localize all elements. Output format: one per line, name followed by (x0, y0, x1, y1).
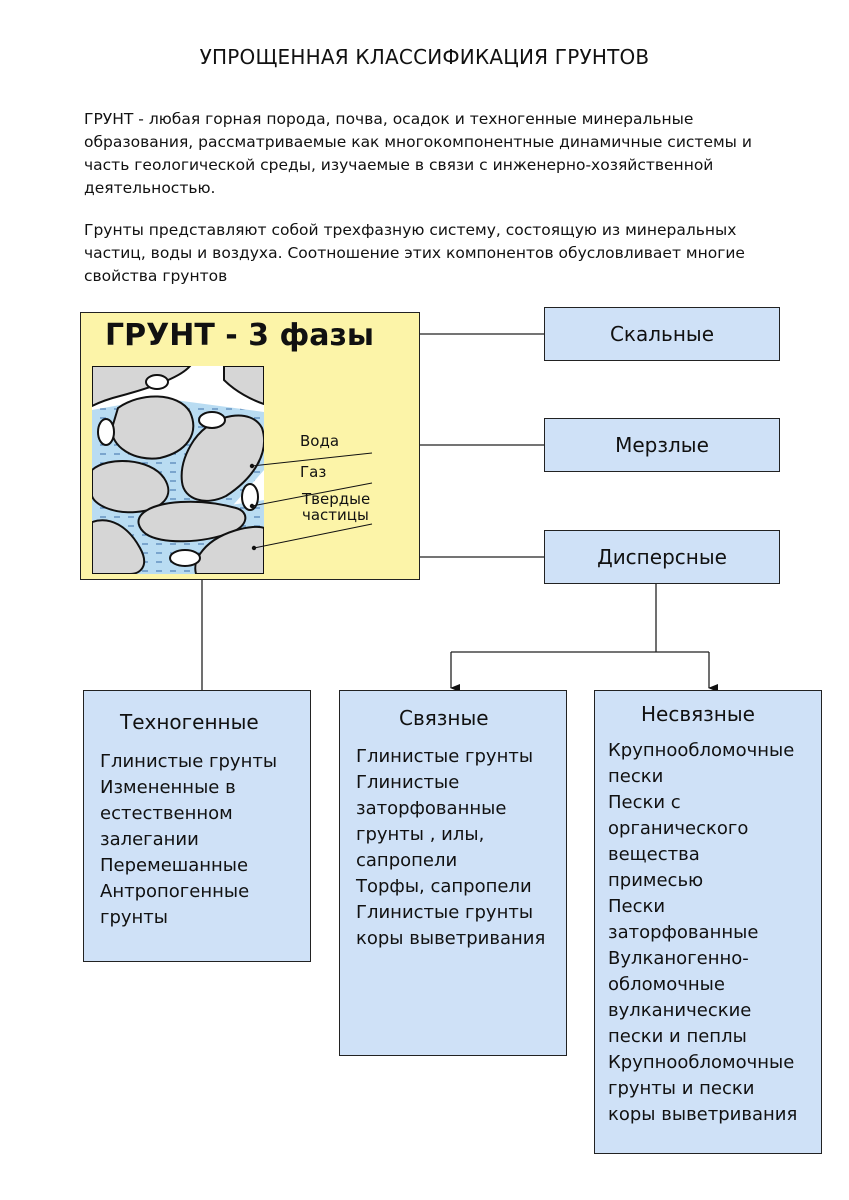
soil-phases-heading: ГРУНТ - 3 фазы (105, 318, 375, 353)
rocky-category-label: Скальные (609, 322, 715, 346)
list-item: Пески с (608, 792, 681, 813)
list-item: Крупнообломочные (608, 1052, 795, 1073)
frozen-category-label: Мерзлые (615, 433, 709, 457)
phases-line: свойства грунтов (84, 267, 228, 285)
list-item: коры выветривания (356, 928, 546, 949)
frozen-category-box: Мерзлые (544, 418, 780, 472)
list-item: Торфы, сапропели (356, 876, 532, 897)
noncohesive-list: Крупнообломочные пески Пески с органичес… (608, 738, 797, 1128)
technogenic-list: Глинистые грунты Измененные в естественн… (100, 749, 277, 931)
page-title: УПРОЩЕННАЯ КЛАССИФИКАЦИЯ ГРУНТОВ (199, 45, 650, 69)
noncohesive-title: Несвязные (641, 702, 755, 726)
noncohesive-box: Несвязные Крупнообломочные пески Пески с… (594, 690, 822, 1154)
list-item: вещества (608, 844, 700, 865)
water-label: Вода (300, 432, 340, 450)
list-item: Вулканогенно- (608, 948, 749, 969)
list-item: грунты (100, 907, 169, 928)
list-item: коры выветривания (608, 1104, 798, 1125)
list-item: грунты , илы, (356, 824, 485, 845)
list-item: Глинистые грунты (356, 902, 534, 923)
list-item: пески (608, 766, 664, 787)
list-item: Пески (608, 896, 666, 917)
list-item: Антропогенные (100, 881, 250, 902)
list-item: грунты и пески (608, 1078, 755, 1099)
phases-line: частиц, воды и воздуха. Соотношение этих… (84, 244, 745, 262)
gas-label: Газ (300, 463, 327, 481)
list-item: естественном (100, 803, 233, 824)
definition-line: часть геологической среды, изучаемые в с… (84, 156, 714, 174)
definition-line: образования, рассматриваемые как многоко… (84, 133, 752, 151)
definition-paragraph: ГРУНТ - любая горная порода, почва, осад… (84, 108, 814, 200)
list-item: Глинистые (356, 772, 460, 793)
phases-line: Грунты представляют собой трехфазную сис… (84, 221, 737, 239)
list-item: Глинистые грунты (356, 746, 534, 767)
list-item: заторфованные (356, 798, 507, 819)
list-item: органического (608, 818, 749, 839)
dispersed-category-box: Дисперсные (544, 530, 780, 584)
cohesive-list: Глинистые грунты Глинистые заторфованные… (356, 744, 545, 952)
list-item: сапропели (356, 850, 458, 871)
dispersed-category-label: Дисперсные (597, 545, 727, 569)
solids-label: Твердые частицы (302, 491, 370, 523)
cohesive-title: Связные (399, 706, 489, 730)
definition-line: деятельностью. (84, 179, 216, 197)
list-item: Перемешанные (100, 855, 249, 876)
list-item: Глинистые грунты (100, 751, 278, 772)
list-item: залегании (100, 829, 199, 850)
technogenic-title: Техногенные (120, 710, 259, 734)
list-item: Измененные в (100, 777, 236, 798)
solids-label-line: частицы (302, 506, 369, 524)
list-item: обломочные (608, 974, 725, 995)
list-item: пески и пеплы (608, 1026, 747, 1047)
technogenic-box: Техногенные Глинистые грунты Измененные … (83, 690, 311, 962)
cohesive-box: Связные Глинистые грунты Глинистые затор… (339, 690, 567, 1056)
rocky-category-box: Скальные (544, 307, 780, 361)
definition-line: ГРУНТ - любая горная порода, почва, осад… (84, 110, 694, 128)
list-item: вулканические (608, 1000, 752, 1021)
list-item: заторфованные (608, 922, 759, 943)
phases-paragraph: Грунты представляют собой трехфазную сис… (84, 219, 814, 288)
list-item: примесью (608, 870, 704, 891)
list-item: Крупнообломочные (608, 740, 795, 761)
solids-label-line: Твердые (302, 490, 371, 508)
